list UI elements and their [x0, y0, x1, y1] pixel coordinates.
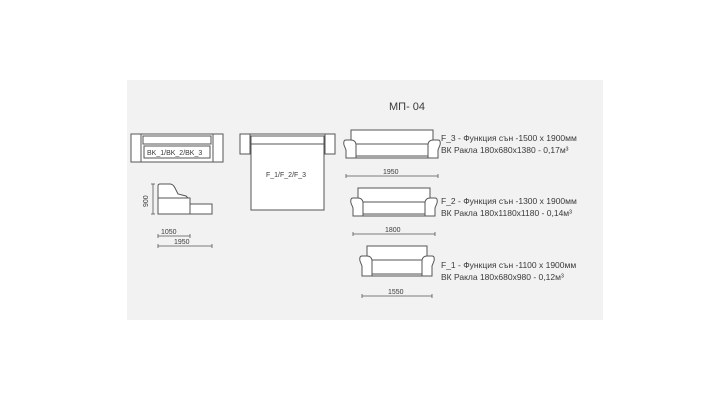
depth-value: 1050 — [161, 229, 177, 236]
open-length-value: 1950 — [174, 239, 190, 246]
width-value-f3: 1950 — [383, 169, 399, 176]
height-dimension — [151, 183, 155, 215]
sofa-variant-f3 — [343, 129, 441, 159]
variant-f2-line2: ВК Ракла 180х1180х1180 - 0,14м³ — [441, 208, 572, 218]
model-title: МП- 04 — [389, 101, 425, 113]
variant-f2-line1: F_2 - Функция сън -1300 x 1900мм — [441, 196, 577, 206]
open-bed-view — [239, 133, 336, 211]
sofa-variant-f1 — [359, 245, 435, 277]
width-value-f2: 1800 — [385, 227, 401, 234]
variant-f1-line2: ВК Ракла 180х680х980 - 0,12м³ — [441, 272, 564, 282]
open-length-dimension — [157, 244, 213, 248]
variant-f3-line2: ВК Ракла 180х680х1380 - 0,17м³ — [441, 145, 569, 155]
top-view-sofa — [130, 133, 224, 163]
width-value-f1: 1550 — [388, 289, 404, 296]
width-dimension-f2 — [352, 232, 436, 236]
top-view-label: BK_1/BK_2/BK_3 — [147, 150, 202, 157]
open-view-label: F_1/F_2/F_3 — [266, 172, 306, 179]
variant-f1-line1: F_1 - Функция сън -1100 x 1900мм — [441, 260, 576, 270]
side-view-sofa — [157, 183, 213, 215]
depth-dimension — [157, 234, 191, 238]
variant-f3-line1: F_3 - Функция сън -1500 x 1900мм — [441, 133, 577, 143]
width-dimension-f1 — [361, 294, 433, 298]
height-value: 900 — [143, 195, 150, 207]
sofa-variant-f2 — [350, 187, 438, 217]
width-dimension-f3 — [345, 174, 439, 178]
